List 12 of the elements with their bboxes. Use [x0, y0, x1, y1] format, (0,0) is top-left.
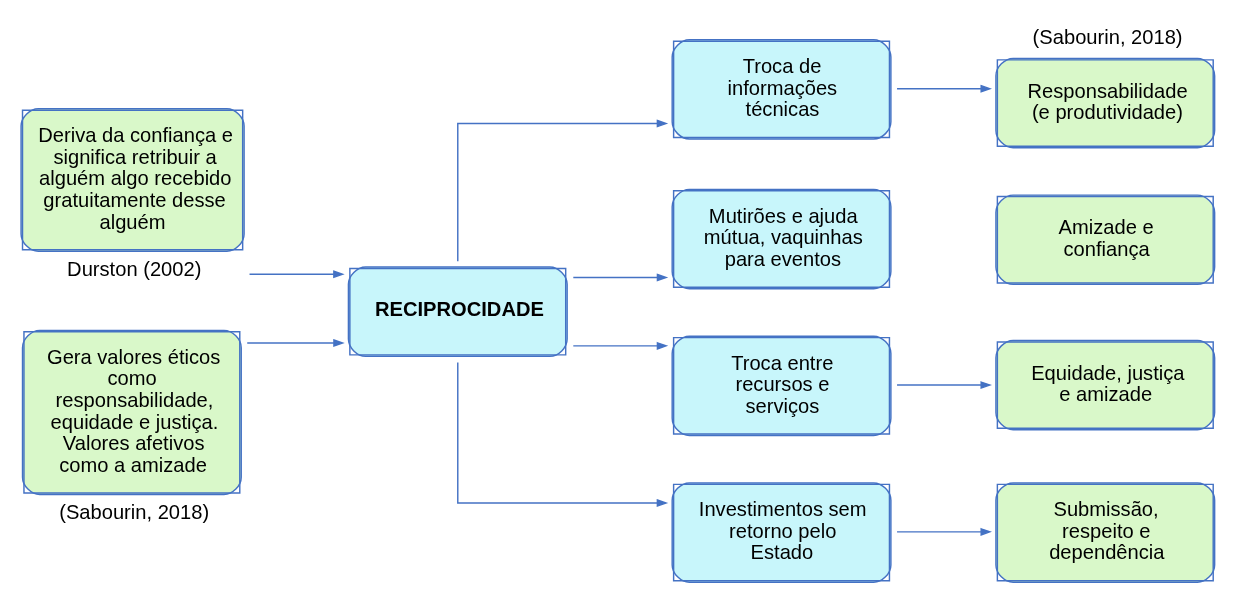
node-label: (Sabourin, 2018): [1032, 25, 1183, 48]
arrow: [248, 269, 345, 278]
arrow: [572, 341, 669, 350]
node-label: (Sabourin, 2018): [59, 500, 210, 523]
arrow: [246, 338, 345, 347]
arrow: [896, 527, 992, 536]
arrow: [457, 119, 669, 262]
arrow: [896, 84, 992, 93]
node-label: Durston (2002): [67, 257, 202, 280]
arrow: [572, 273, 669, 282]
arrow: [896, 380, 992, 389]
arrow: [457, 361, 669, 507]
